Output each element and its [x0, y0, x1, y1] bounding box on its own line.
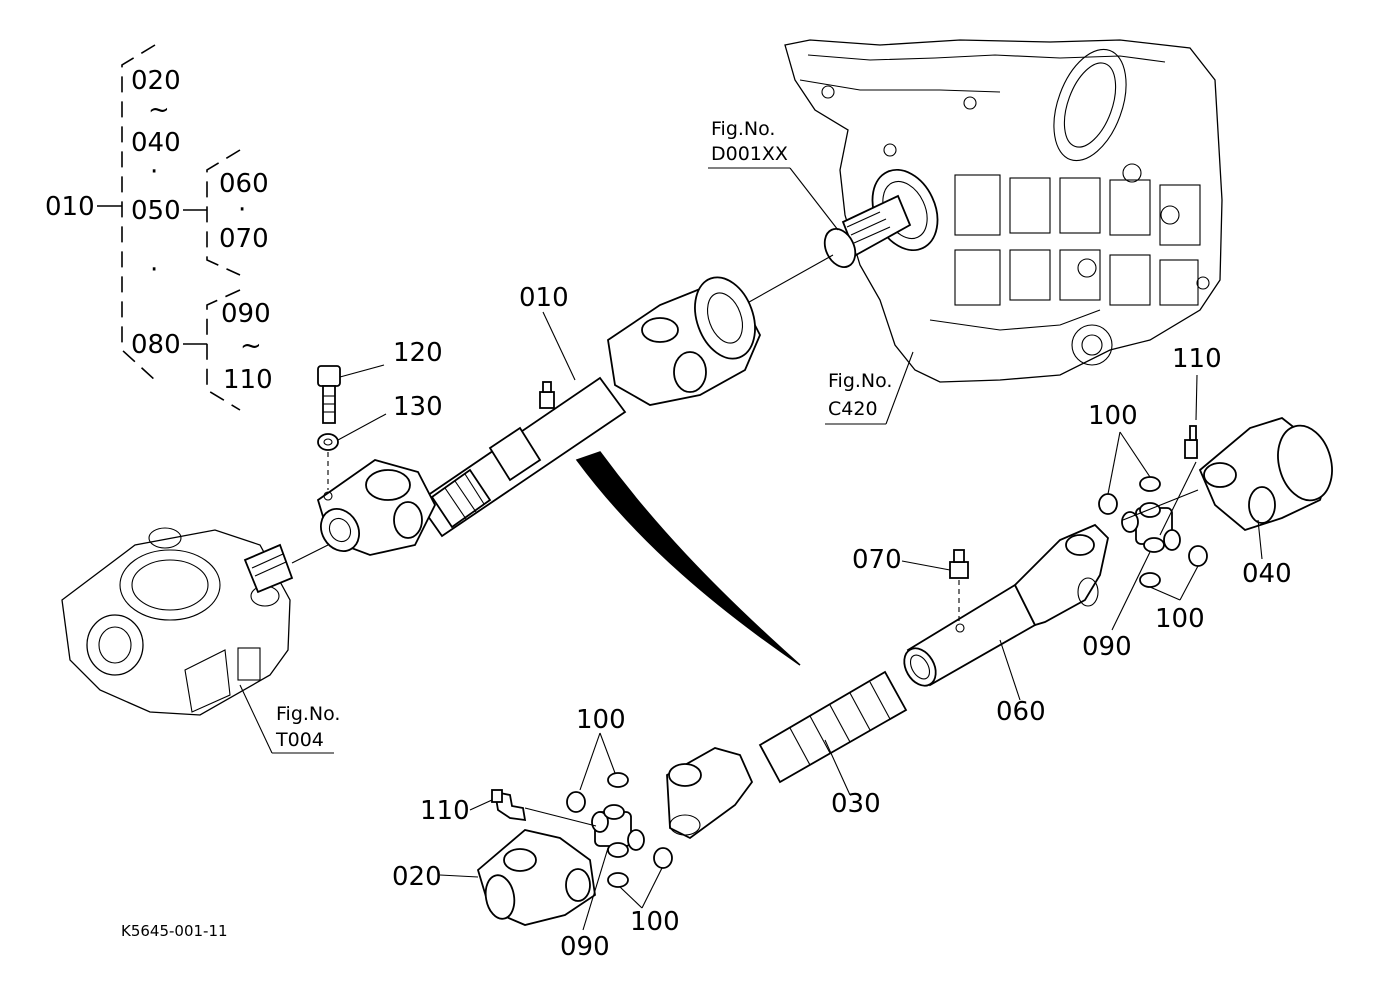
callout-leaders: [337, 311, 1263, 931]
callout-090-right: 090: [1082, 632, 1132, 662]
cross-joint-right: [1098, 425, 1208, 588]
callout-labels: 010 120 130 110 100 070 040 100 090 060 …: [392, 283, 1292, 962]
figref-t004: Fig.No. T004: [239, 684, 340, 754]
callout-110-left: 110: [420, 796, 470, 826]
callout-010: 010: [519, 283, 569, 313]
callout-030: 030: [831, 789, 881, 819]
callout-100-left-top: 100: [576, 705, 626, 735]
tree-a-bottom: 040: [131, 128, 181, 158]
yoke-040: [1198, 416, 1333, 532]
bolt-120: [317, 365, 341, 424]
tree-b-top: 060: [219, 169, 269, 199]
figref-c420-line1: Fig.No.: [828, 370, 892, 392]
callout-090-left: 090: [560, 932, 610, 962]
tree-b-mid: 050: [131, 196, 181, 226]
callout-100-left-bottom: 100: [630, 907, 680, 937]
figref-t004-line1: Fig.No.: [276, 703, 340, 725]
tree-b-bottom: 070: [219, 224, 269, 254]
figref-d001xx-line1: Fig.No.: [711, 118, 775, 140]
tree-root-label: 010: [45, 192, 95, 222]
callout-070: 070: [852, 545, 902, 575]
parts-tree: 010 020 ~ 040 · 050 060 · 070 · 080 090 …: [45, 44, 273, 411]
tree-c-bottom: 110: [223, 365, 273, 395]
callout-040: 040: [1242, 559, 1292, 589]
transmission-housing: [784, 39, 1223, 383]
washer-130: [317, 433, 339, 451]
grease-nipple-070: [949, 549, 969, 579]
cross-joint-left: [491, 772, 673, 888]
tree-dot-2: ·: [150, 255, 158, 285]
outer-tube-060: [903, 523, 1109, 687]
figref-d001xx: Fig.No. D001XX: [708, 118, 839, 231]
tree-b-dot: ·: [238, 195, 246, 225]
callout-100-right-bottom: 100: [1155, 604, 1205, 634]
callout-130: 130: [393, 392, 443, 422]
tree-dot-1: ·: [150, 157, 158, 187]
tree-c-mid: 080: [131, 330, 181, 360]
callout-060: 060: [996, 697, 1046, 727]
drawing-code: K5645-001-11: [121, 922, 228, 940]
callout-110-right: 110: [1172, 344, 1222, 374]
figref-t004-line2: T004: [275, 729, 324, 751]
callout-020: 020: [392, 862, 442, 892]
front-axle-gearbox: [61, 527, 294, 716]
inner-shaft-030: [666, 670, 908, 840]
explode-arrow: [575, 451, 801, 666]
tree-a-top: 020: [131, 66, 181, 96]
tree-c-top: 090: [221, 299, 271, 329]
figref-c420: Fig.No. C420: [825, 351, 914, 425]
figref-c420-line2: C420: [828, 398, 878, 420]
figref-d001xx-line2: D001XX: [711, 143, 788, 165]
callout-100-right-top: 100: [1088, 401, 1138, 431]
callout-120: 120: [393, 338, 443, 368]
yoke-020: [476, 829, 596, 926]
tree-c-tilde: ~: [240, 331, 262, 361]
tree-a-tilde: ~: [148, 95, 170, 125]
propeller-shaft-assembly: [316, 276, 761, 556]
